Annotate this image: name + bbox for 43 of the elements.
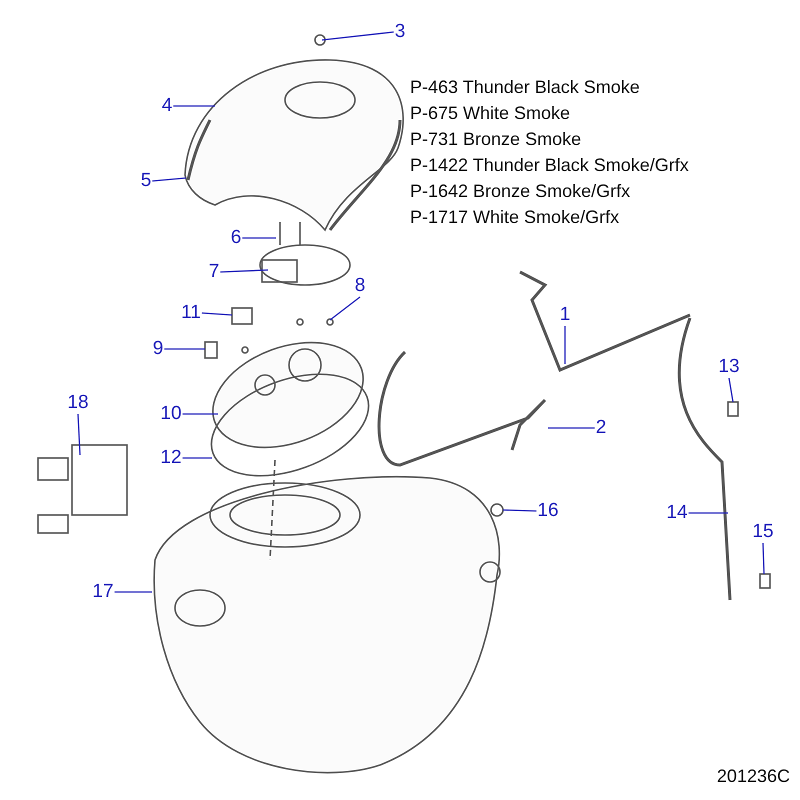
callout-number: 11	[181, 303, 201, 323]
leader-line	[114, 591, 152, 593]
callout-number: 7	[208, 262, 220, 282]
callout-number: 18	[67, 393, 89, 413]
leader-line	[762, 542, 765, 574]
callout-number: 9	[152, 339, 164, 359]
leader-line	[152, 177, 186, 182]
leader-line	[548, 427, 595, 429]
leader-line	[77, 414, 81, 456]
leader-line	[182, 413, 218, 415]
color-variant-note: P-1717 White Smoke/Grfx	[410, 207, 620, 227]
leader-line	[202, 312, 232, 316]
callout-number: 6	[230, 228, 242, 248]
callout-number: 4	[162, 96, 172, 116]
leader-line	[330, 296, 360, 321]
leader-line	[182, 457, 212, 459]
color-variant-note: P-675 White Smoke	[410, 103, 570, 123]
leader-line	[164, 348, 205, 350]
drawing-number: 201236C	[716, 766, 790, 786]
color-variant-note: P-1642 Bronze Smoke/Grfx	[410, 181, 630, 201]
callout-number: 10	[160, 404, 182, 424]
callout-number: 14	[666, 503, 688, 523]
callout-number: 8	[354, 276, 366, 296]
leader-line	[502, 509, 536, 512]
callout-number: 13	[718, 357, 740, 377]
callout-number: 5	[140, 171, 152, 191]
leader-line	[688, 512, 728, 514]
color-variant-note: P-1422 Thunder Black Smoke/Grfx	[410, 155, 689, 175]
leader-line	[728, 378, 734, 402]
leader-line	[242, 237, 276, 239]
callout-number: 15	[752, 522, 774, 542]
color-variant-note: P-463 Thunder Black Smoke	[410, 77, 640, 97]
callout-number: 16	[537, 501, 559, 521]
leader-line	[220, 269, 268, 273]
callout-number: 1	[560, 305, 570, 325]
callout-number: 12	[160, 448, 182, 468]
color-variant-note: P-731 Bronze Smoke	[410, 129, 582, 149]
leader-line	[322, 31, 394, 41]
leader-line	[173, 105, 215, 107]
callout-number: 2	[596, 418, 606, 438]
leader-line	[564, 326, 566, 364]
callout-number: 3	[394, 22, 406, 42]
callout-number: 17	[92, 582, 114, 602]
